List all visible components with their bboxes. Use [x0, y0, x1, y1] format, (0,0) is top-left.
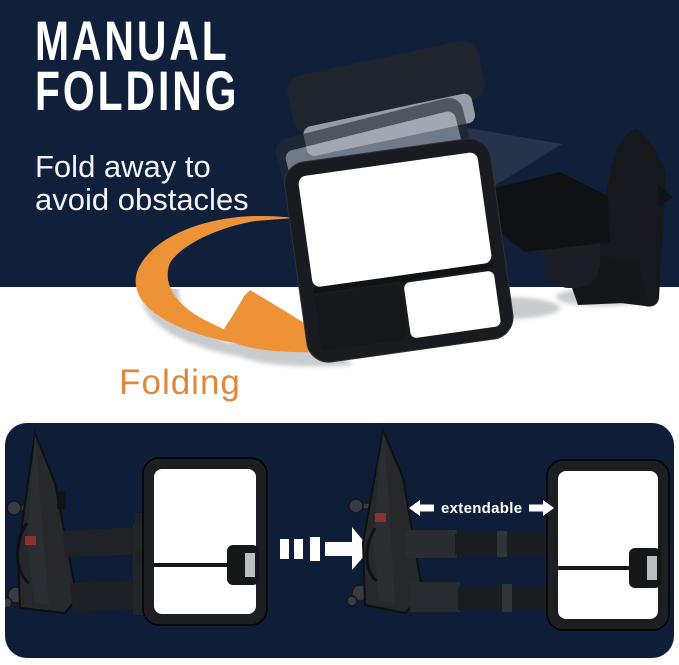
title-line-2: FOLDING: [35, 59, 240, 122]
extend-right-arrow-icon: [529, 500, 555, 516]
hero-text-block: MANUAL FOLDING Fold away to avoid obstac…: [35, 9, 315, 217]
arm-upper-sleeve: [405, 530, 457, 558]
mirror-glass: [558, 471, 658, 619]
wiring-harness: [15, 522, 30, 585]
collapsed-mirror-illustration: [5, 429, 268, 626]
arm-lower: [70, 580, 147, 612]
extendable-annotation: extendable: [409, 497, 555, 519]
subtitle-line-2: avoid obstacles: [35, 182, 249, 217]
tow-mirror-photo: [276, 40, 673, 363]
mirror-glass: [154, 469, 256, 614]
hero-subtitle: Fold away to avoid obstacles: [35, 150, 315, 216]
spotter-mirror-glass: [404, 271, 501, 338]
extendable-label: extendable: [441, 499, 523, 517]
arm-upper: [63, 527, 147, 557]
mirror-arm-upper: [485, 172, 610, 252]
dashed-transition-arrow-icon: [280, 527, 370, 570]
wiring-harness: [365, 527, 378, 583]
wiring-connector: [25, 536, 36, 545]
extend-left-arrow-icon: [409, 500, 434, 516]
subtitle-line-1: Fold away to: [35, 149, 211, 184]
mirror-fold-sequence-photo: [135, 40, 673, 367]
mirror-head-open: [284, 138, 514, 363]
extend-demo-panel: extendable: [5, 423, 674, 658]
title-line-1: MANUAL: [35, 9, 230, 72]
folding-caption: Folding: [119, 363, 241, 402]
signal-light-housing: [314, 284, 407, 351]
main-mirror-glass: [298, 152, 492, 287]
wiring-connector: [375, 513, 386, 522]
page-title: MANUAL FOLDING: [35, 9, 315, 122]
arm-lower-sleeve: [410, 582, 460, 612]
extended-mirror-illustration: [346, 426, 670, 631]
bracket-tab: [658, 185, 673, 207]
extend-demo-graphic: [5, 426, 670, 631]
